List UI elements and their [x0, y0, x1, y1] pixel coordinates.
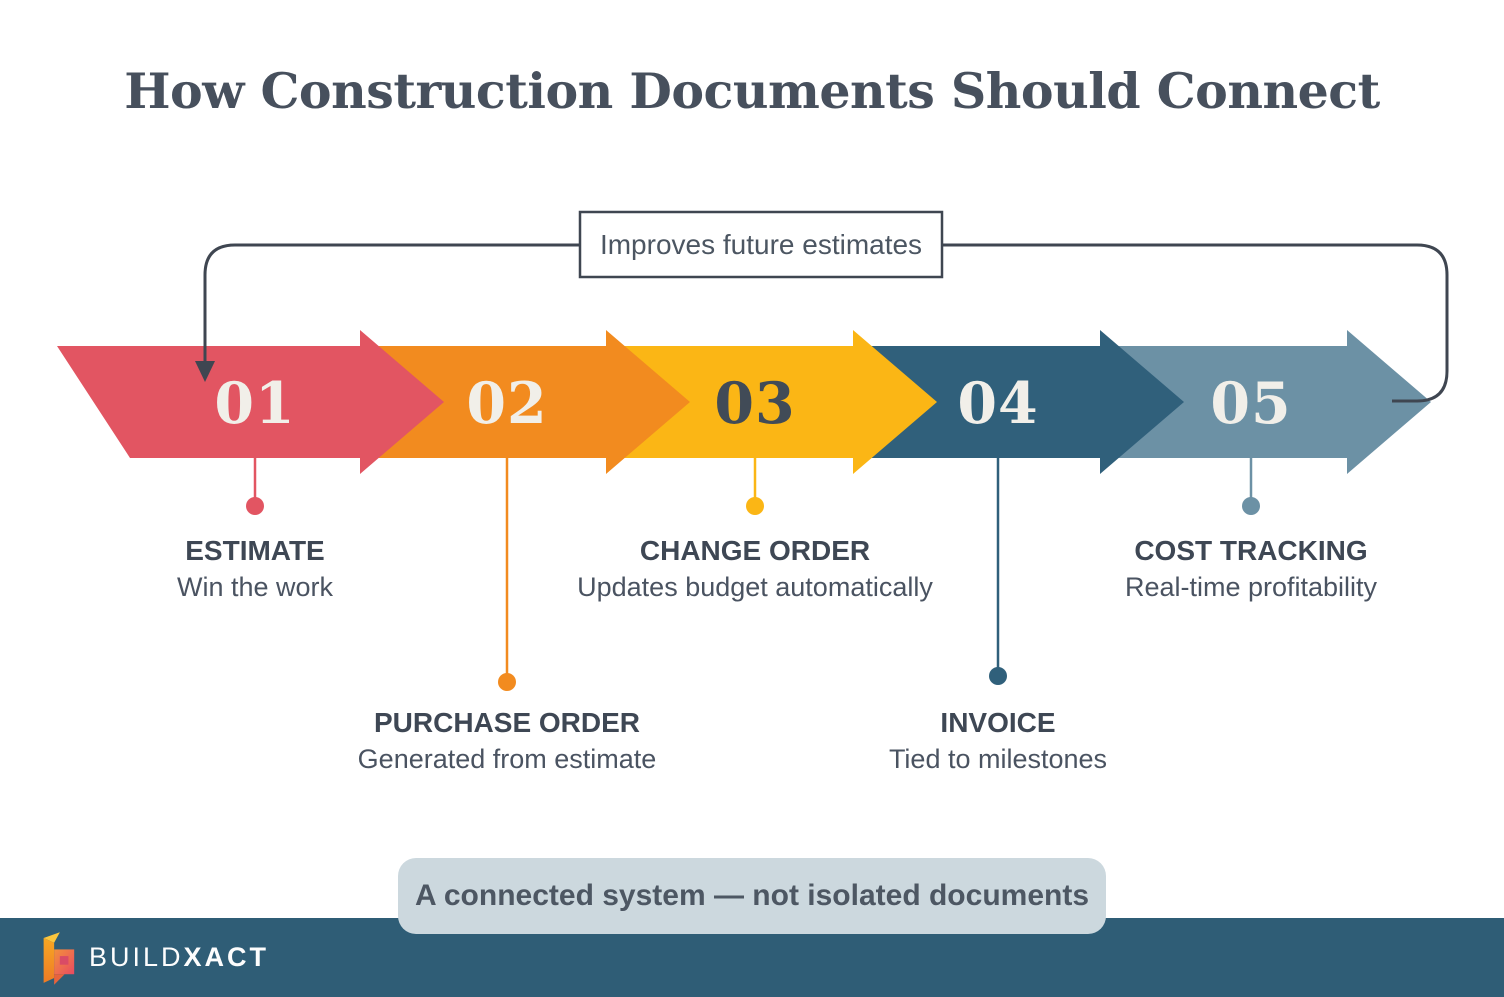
buildxact-wordmark: BUILDXACT [89, 944, 269, 971]
buildxact-b-mark-icon [43, 931, 75, 985]
feedback-loop-arrowhead-icon [195, 361, 215, 382]
feedback-loop-label: Improves future estimates [599, 228, 923, 260]
step-number-4: 04 [957, 370, 1038, 437]
arrow-step-1 [57, 330, 444, 474]
step-label-4: INVOICE Tied to milestones [758, 709, 1238, 773]
step-subtitle-4: Tied to milestones [888, 744, 1108, 774]
step-title-4: INVOICE [940, 707, 1056, 738]
page-title: How Construction Documents Should Connec… [124, 62, 1380, 120]
step-number-2: 02 [466, 370, 547, 437]
step-label-2: PURCHASE ORDER Generated from estimate [267, 709, 747, 773]
step-label-5: COST TRACKING Real-time profitability [1011, 537, 1491, 601]
connector-dot-step-2 [498, 673, 516, 691]
step-title-5: COST TRACKING [1134, 535, 1368, 566]
brand-suffix: XACT [183, 942, 270, 972]
connector-dot-step-3 [746, 497, 764, 515]
step-number-3: 03 [714, 370, 795, 437]
arrow-step-4 [849, 330, 1184, 474]
feedback-loop-line [203, 243, 1449, 403]
step-title-3: CHANGE ORDER [639, 535, 871, 566]
arrow-step-3 [602, 330, 937, 474]
step-label-1: ESTIMATE Win the work [15, 537, 495, 601]
connector-dot-step-5 [1242, 497, 1260, 515]
arrow-step-5 [1096, 330, 1431, 474]
feedback-loop-label-box [578, 210, 944, 279]
summary-banner-text: A connected system — not isolated docume… [414, 879, 1090, 912]
connector-dot-step-4 [989, 667, 1007, 685]
step-subtitle-5: Real-time profitability [1124, 572, 1378, 602]
step-title-1: ESTIMATE [185, 535, 325, 566]
step-label-3: CHANGE ORDER Updates budget automaticall… [515, 537, 995, 601]
step-subtitle-3: Updates budget automatically [577, 572, 933, 602]
step-title-2: PURCHASE ORDER [373, 707, 641, 738]
arrow-step-2 [356, 330, 690, 474]
step-number-1: 01 [214, 370, 295, 437]
brand-prefix: BUILD [89, 942, 184, 972]
step-subtitle-1: Win the work [176, 572, 334, 602]
summary-banner: A connected system — not isolated docume… [398, 858, 1106, 934]
step-subtitle-2: Generated from estimate [357, 744, 657, 774]
step-number-5: 05 [1210, 370, 1291, 437]
buildxact-logo: BUILDXACT [36, 930, 269, 986]
connector-dot-step-1 [246, 497, 264, 515]
